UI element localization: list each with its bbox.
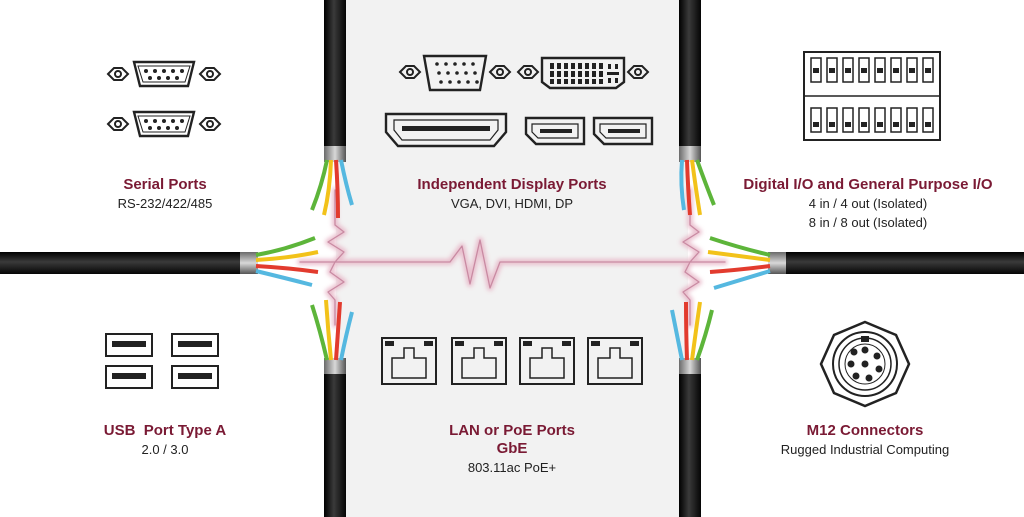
m12-connectors-title: M12 Connectors [806,422,924,439]
serial-ports-title: Serial Ports [123,176,207,193]
cable-bottom-left [310,299,354,517]
cable-right [707,236,1024,290]
display-ports-icon [384,54,654,148]
serial-ports-label: Serial Ports RS-232/422/485 [60,176,270,213]
cable-top-right [679,0,716,216]
display-ports-title: Independent Display Ports [417,176,607,193]
usb-ports-spec: 2.0 / 3.0 [141,442,189,457]
display-ports-label: Independent Display Ports VGA, DVI, HDMI… [380,176,644,213]
m12-connectors-spec: Rugged Industrial Computing [780,442,950,457]
digital-io-spec-2: 8 in / 8 out (Isolated) [808,215,928,230]
usb-port-icon [105,333,219,389]
display-ports-spec: VGA, DVI, HDMI, DP [450,196,574,211]
m12-connectors-label: M12 Connectors Rugged Industrial Computi… [740,422,990,459]
cable-bottom-right [670,301,714,517]
digital-io-spec-1: 4 in / 4 out (Isolated) [808,196,928,211]
cable-left [0,236,319,287]
serial-ports-spec: RS-232/422/485 [117,196,213,211]
lan-ports-title: LAN or PoE Ports [449,422,575,439]
m12-connector-icon [819,320,911,408]
lan-ports-spec: 803.11ac PoE+ [467,460,557,475]
terminal-block-icon [803,51,941,141]
lan-ports-label: LAN or PoE Ports GbE 803.11ac PoE+ [400,422,624,477]
lan-ports-title-gbe: GbE [496,440,528,457]
rj45-port-icon [381,337,643,385]
digital-io-title: Digital I/O and General Purpose I/O [743,176,993,193]
usb-ports-title: USB Port Type A [103,422,227,439]
signal-traces [297,187,728,328]
digital-io-label: Digital I/O and General Purpose I/O 4 in… [720,176,1016,232]
usb-ports-label: USB Port Type A 2.0 / 3.0 [60,422,270,459]
cable-top-left [310,0,354,219]
center-panel [336,0,688,517]
db9-serial-port-icon [106,60,222,138]
